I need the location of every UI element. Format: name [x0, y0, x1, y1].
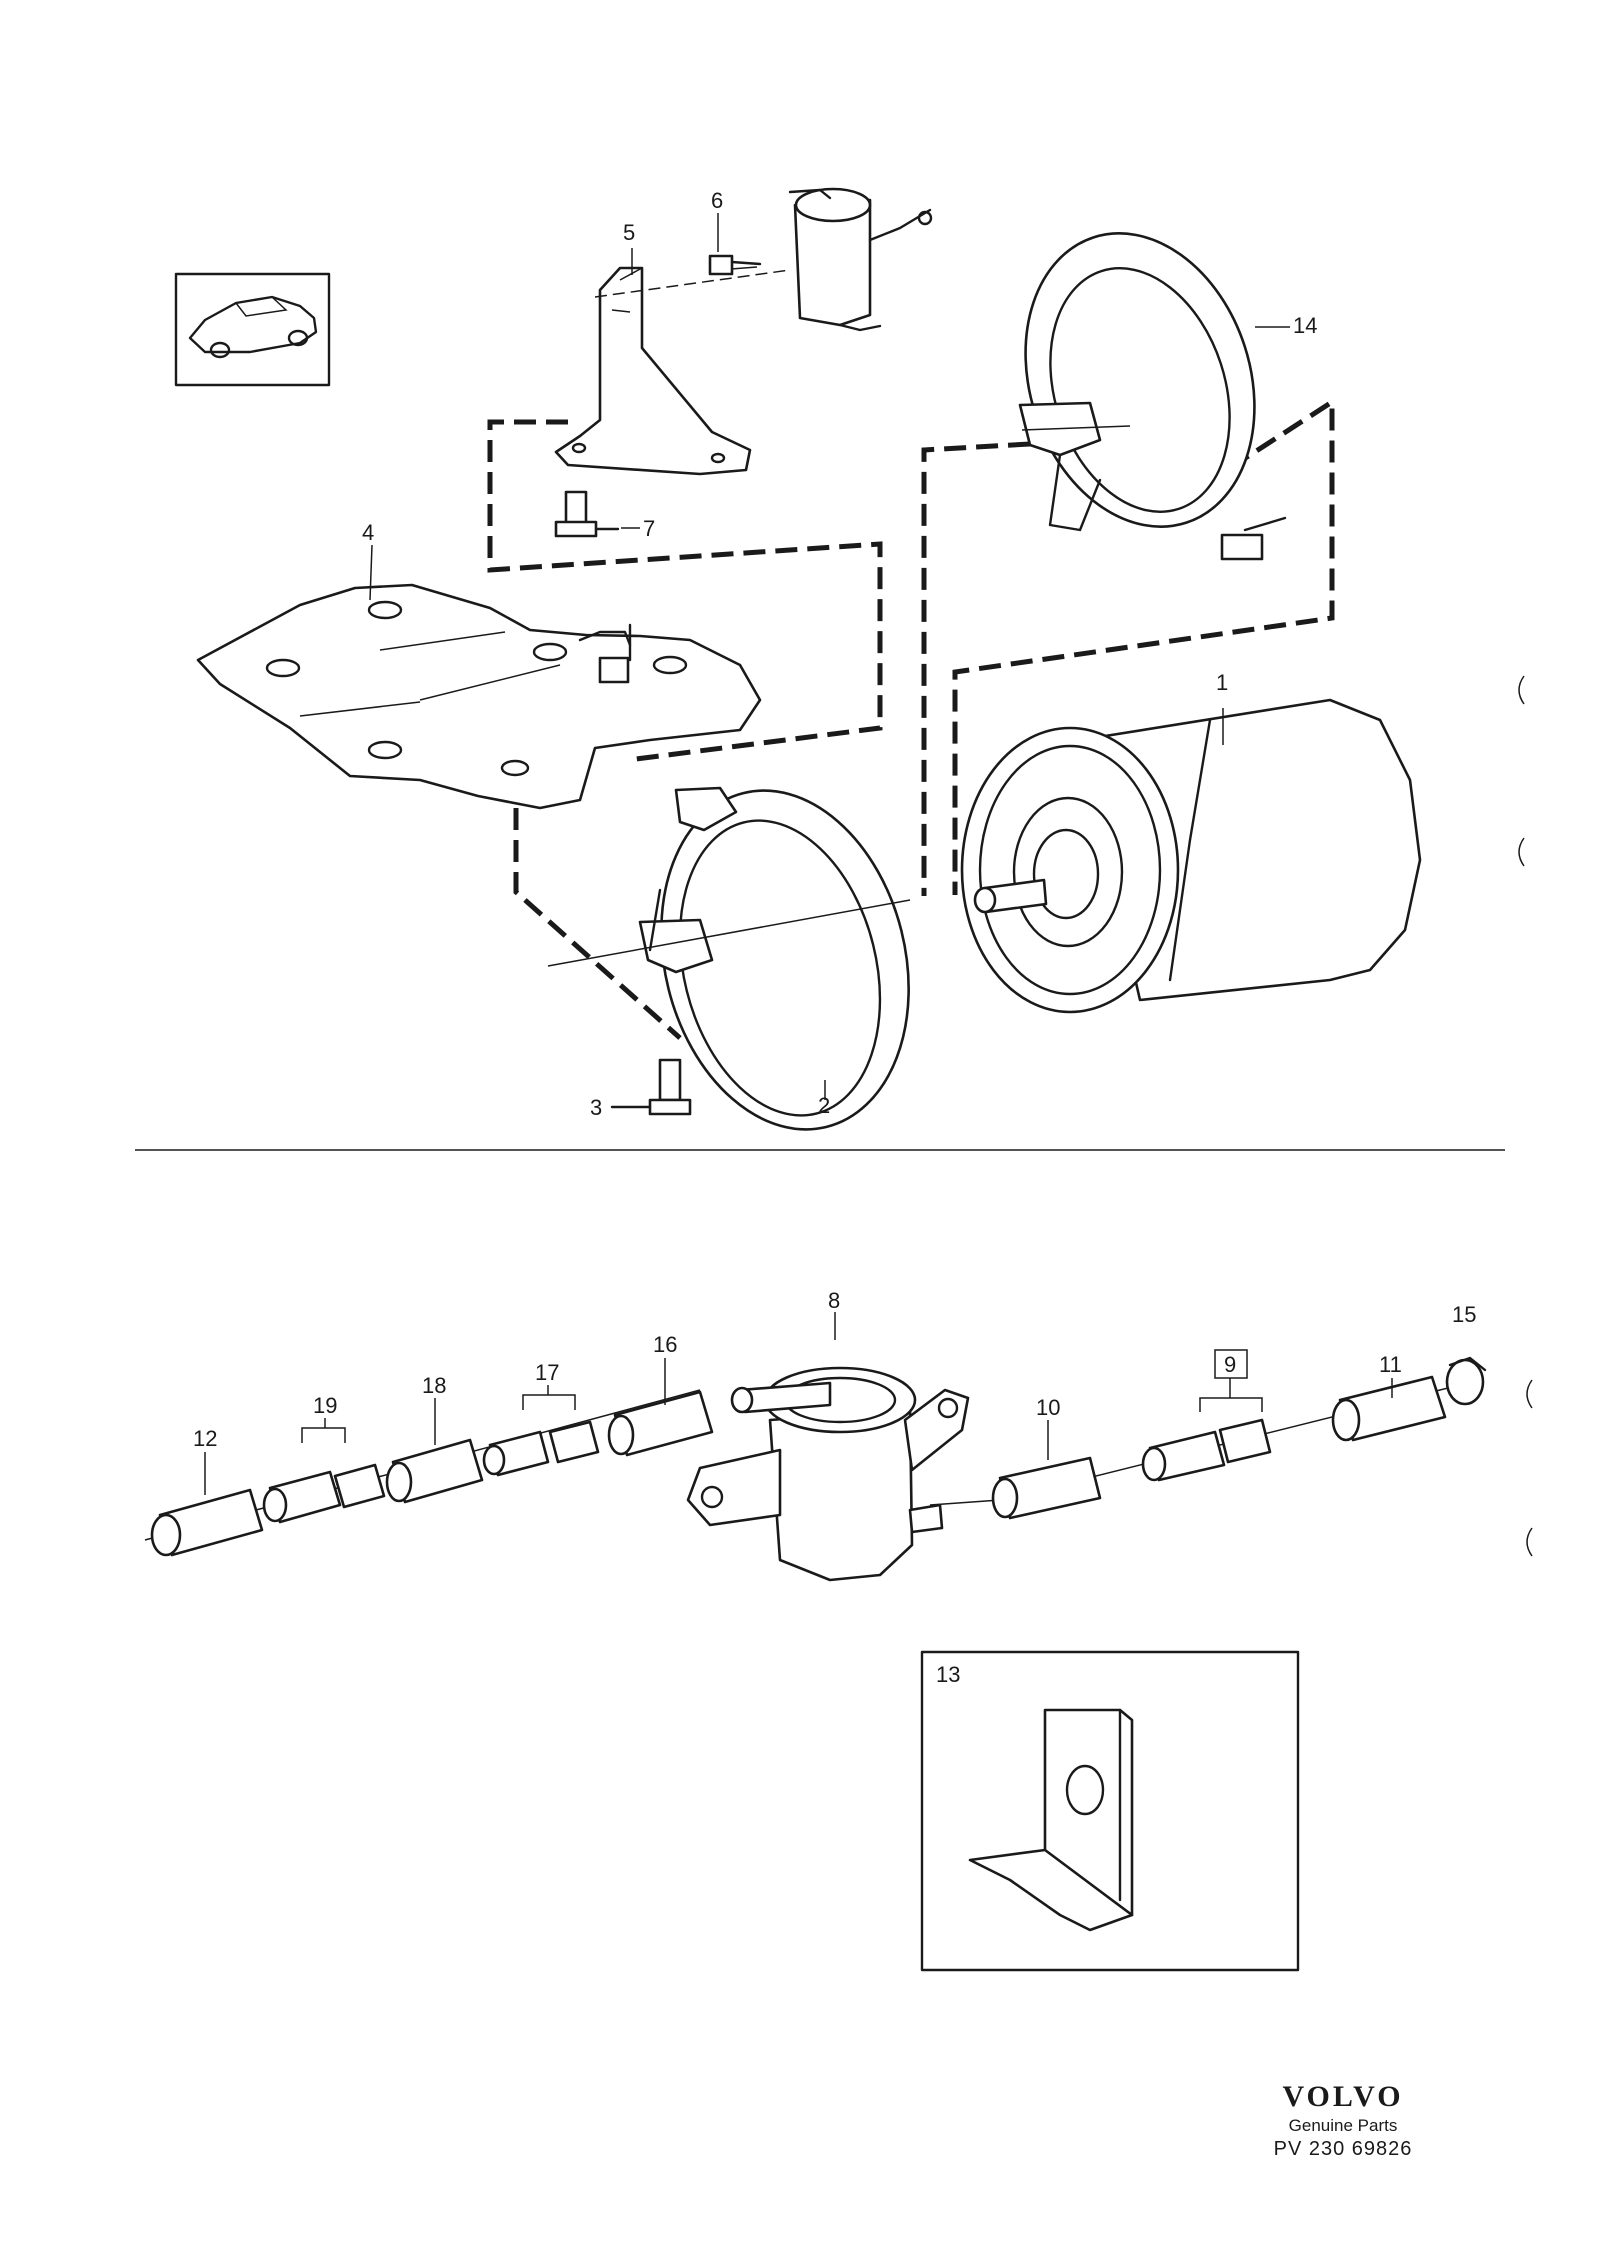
clamp-part-14 — [1018, 232, 1287, 561]
callout-4: 4 — [362, 520, 374, 545]
clip-part-13-inset — [920, 1650, 1300, 1972]
bolt-part-7 — [554, 490, 620, 538]
screw-part-6 — [708, 254, 762, 276]
brand-name: VOLVO — [1282, 2080, 1404, 2113]
group-bracket-19 — [301, 1427, 346, 1443]
callout-3: 3 — [590, 1095, 602, 1120]
callout-9: 9 — [1224, 1352, 1236, 1377]
callout-17: 17 — [535, 1360, 559, 1385]
clamp-part-2 — [638, 786, 910, 1131]
margin-marks — [1518, 675, 1533, 1557]
hose-part-9 — [1141, 1418, 1272, 1482]
drawing-reference: PV 230 69826 — [1273, 2138, 1413, 2160]
callout-14: 14 — [1293, 313, 1317, 338]
callout-19: 19 — [313, 1393, 337, 1418]
callout-10: 10 — [1036, 1395, 1060, 1420]
callout-2: 2 — [818, 1093, 830, 1118]
fuel-filter-part-8 — [686, 1366, 970, 1582]
hose-part-18 — [385, 1438, 484, 1504]
callout-6: 6 — [711, 188, 723, 213]
callout-1: 1 — [1216, 670, 1228, 695]
callout-9-boxed: 9 — [1214, 1349, 1248, 1379]
brand-block: VOLVO Genuine Parts PV 230 69826 — [1258, 2080, 1428, 2161]
group-bracket-9 — [1199, 1397, 1263, 1412]
fuel-filter-part-1 — [960, 698, 1422, 1014]
callout-11: 11 — [1379, 1352, 1402, 1377]
hose-part-16 — [607, 1390, 714, 1457]
leader-lines — [204, 213, 1393, 1495]
hose-part-10 — [991, 1456, 1102, 1520]
callout-8: 8 — [828, 1288, 840, 1313]
callout-7: 7 — [643, 516, 655, 541]
hose-part-19 — [262, 1463, 386, 1524]
hose-clamp-part-15 — [1445, 1356, 1487, 1406]
brand-subtitle: Genuine Parts — [1288, 2116, 1398, 2135]
hose-part-12 — [150, 1488, 264, 1557]
hose-part-17 — [482, 1420, 600, 1477]
callout-18: 18 — [422, 1373, 446, 1398]
bolt-part-3 — [610, 1058, 692, 1116]
group-bracket-17 — [522, 1394, 576, 1410]
callout-12: 12 — [193, 1426, 217, 1451]
callouts: 1 2 3 4 5 6 7 8 9 10 11 12 13 14 15 16 1… — [193, 188, 1476, 1687]
callout-5: 5 — [623, 220, 635, 245]
callout-13: 13 — [936, 1662, 960, 1687]
hose-part-11 — [1331, 1375, 1447, 1442]
callout-15: 15 — [1452, 1302, 1476, 1327]
car-thumbnail-icon — [174, 272, 331, 387]
relay-bracket-part-5 — [554, 187, 933, 476]
mounting-bracket-part-4 — [196, 583, 762, 810]
callout-16: 16 — [653, 1332, 677, 1357]
